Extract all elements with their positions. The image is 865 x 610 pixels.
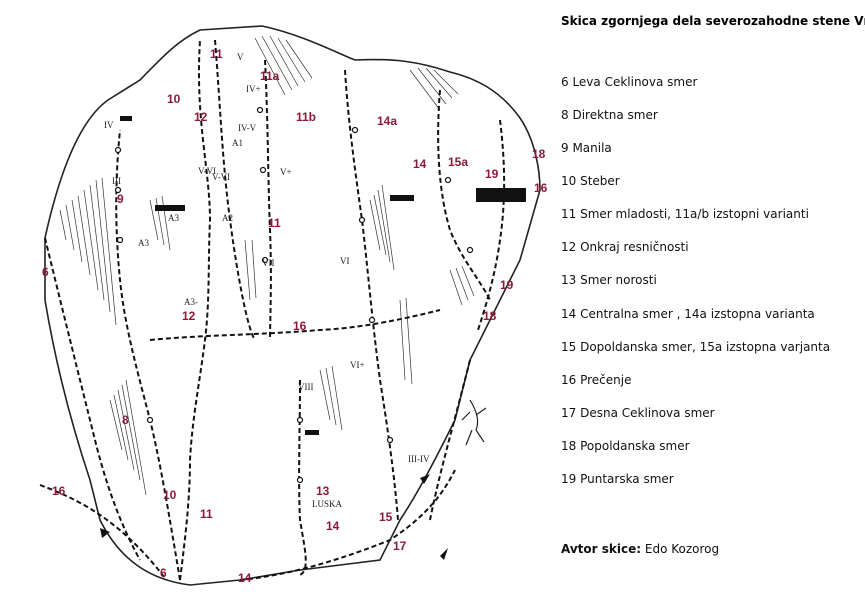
belay-points bbox=[114, 106, 474, 484]
route-item: 14 Centralna smer , 14a izstopna variant… bbox=[561, 307, 815, 321]
marker-text: A2 bbox=[222, 213, 233, 223]
stance-markers: A1 A3 A2 A3- A3 V-VI LUSKA bbox=[138, 138, 343, 509]
sketch-label: 11b bbox=[296, 110, 316, 124]
grade-text: III bbox=[112, 176, 121, 186]
sketch-label: 9 bbox=[117, 192, 124, 206]
sketch-label: 14 bbox=[326, 519, 340, 533]
sketch-label: 11 bbox=[268, 216, 281, 230]
sketch-label: 6 bbox=[42, 265, 49, 279]
sketch-label: 11 bbox=[210, 47, 223, 61]
sketch-label: 15a bbox=[448, 155, 468, 169]
sketch-label: 13 bbox=[316, 484, 330, 498]
grade-text: V+ bbox=[280, 167, 292, 177]
grade-text: IV bbox=[104, 120, 114, 130]
author-label: Avtor skice: bbox=[561, 542, 642, 556]
climber-figure bbox=[461, 399, 487, 446]
marker-text: A3- bbox=[184, 297, 198, 307]
grade-text: VI bbox=[340, 256, 350, 266]
sketch-label: 6 bbox=[160, 566, 167, 580]
marker-text: V-VI bbox=[212, 172, 230, 182]
grade-marks: IV V IV+ IV-V III V-VI V+ VI VII VIII VI… bbox=[104, 52, 430, 464]
sketch-label: 19 bbox=[500, 278, 514, 292]
route-labels: 11 11a 10 12 11b 14a 14 15a 19 18 16 9 1… bbox=[42, 47, 548, 585]
sketch-label: 11 bbox=[200, 507, 213, 521]
marker-text: A1 bbox=[232, 138, 243, 148]
sketch-label: 17 bbox=[393, 539, 407, 553]
wall-outline bbox=[44, 25, 541, 586]
route-item: 9 Manila bbox=[561, 141, 612, 155]
hatching bbox=[59, 35, 475, 496]
grade-text: VII bbox=[262, 258, 275, 268]
sketch-label: 10 bbox=[163, 488, 177, 502]
route-item: 13 Smer norosti bbox=[561, 273, 657, 287]
sketch-label: 14 bbox=[413, 157, 427, 171]
grade-text: III-IV bbox=[408, 454, 430, 464]
route-item: 6 Leva Ceklinova smer bbox=[561, 75, 698, 89]
sketch-label: 15 bbox=[379, 510, 393, 524]
grade-text: V bbox=[237, 52, 244, 62]
sketch-label: 16 bbox=[293, 319, 307, 333]
grade-text: V-VI bbox=[198, 166, 216, 176]
arrow-icon bbox=[420, 474, 430, 484]
sketch-label: 18 bbox=[483, 309, 497, 323]
route-item: 10 Steber bbox=[561, 174, 620, 188]
route-item: 8 Direktna smer bbox=[561, 108, 658, 122]
sketch-label: 12 bbox=[182, 309, 196, 323]
sketch-label: 18 bbox=[532, 147, 546, 161]
arrow-icon bbox=[100, 528, 110, 538]
route-item: 17 Desna Ceklinova smer bbox=[561, 406, 715, 420]
sketch-label: 16 bbox=[52, 484, 66, 498]
route-item: 16 Prečenje bbox=[561, 373, 632, 387]
marker-text: A3 bbox=[138, 238, 149, 248]
sketch-label: 14 bbox=[238, 571, 252, 585]
sketch-label: 8 bbox=[122, 413, 129, 427]
route-item: 19 Puntarska smer bbox=[561, 472, 674, 486]
route-lines bbox=[39, 39, 506, 581]
marker-text: LUSKA bbox=[312, 499, 343, 509]
arrow-marks bbox=[100, 474, 448, 560]
sketch-label: 11a bbox=[260, 69, 280, 83]
ledge-marks bbox=[120, 116, 526, 435]
marker-text: A3 bbox=[168, 213, 179, 223]
route-item: 11 Smer mladosti, 11a/b izstopni variant… bbox=[561, 207, 809, 221]
route-item: 18 Popoldanska smer bbox=[561, 439, 690, 453]
grade-text: VIII bbox=[298, 382, 314, 392]
grade-text: IV-V bbox=[238, 123, 257, 133]
legend: Skica zgornjega dela severozahodne stene… bbox=[561, 14, 865, 556]
wall-sketch: 11 11a 10 12 11b 14a 14 15a 19 18 16 9 1… bbox=[39, 25, 548, 586]
route-item: 15 Dopoldanska smer, 15a izstopna varjan… bbox=[561, 340, 831, 354]
route-item: 12 Onkraj resničnosti bbox=[561, 240, 689, 254]
sketch-label: 14a bbox=[377, 114, 397, 128]
arrow-icon bbox=[440, 548, 448, 560]
grade-text: VI+ bbox=[350, 360, 365, 370]
sketch-label: 16 bbox=[534, 181, 548, 195]
sketch-label: 19 bbox=[485, 167, 499, 181]
sketch-label: 12 bbox=[194, 110, 208, 124]
sketch-label: 10 bbox=[167, 92, 181, 106]
author-line: Avtor skice: Edo Kozorog bbox=[561, 542, 719, 556]
author-name: Edo Kozorog bbox=[644, 542, 720, 556]
sketch-title: Skica zgornjega dela severozahodne stene… bbox=[561, 14, 865, 28]
grade-text: IV+ bbox=[246, 84, 261, 94]
